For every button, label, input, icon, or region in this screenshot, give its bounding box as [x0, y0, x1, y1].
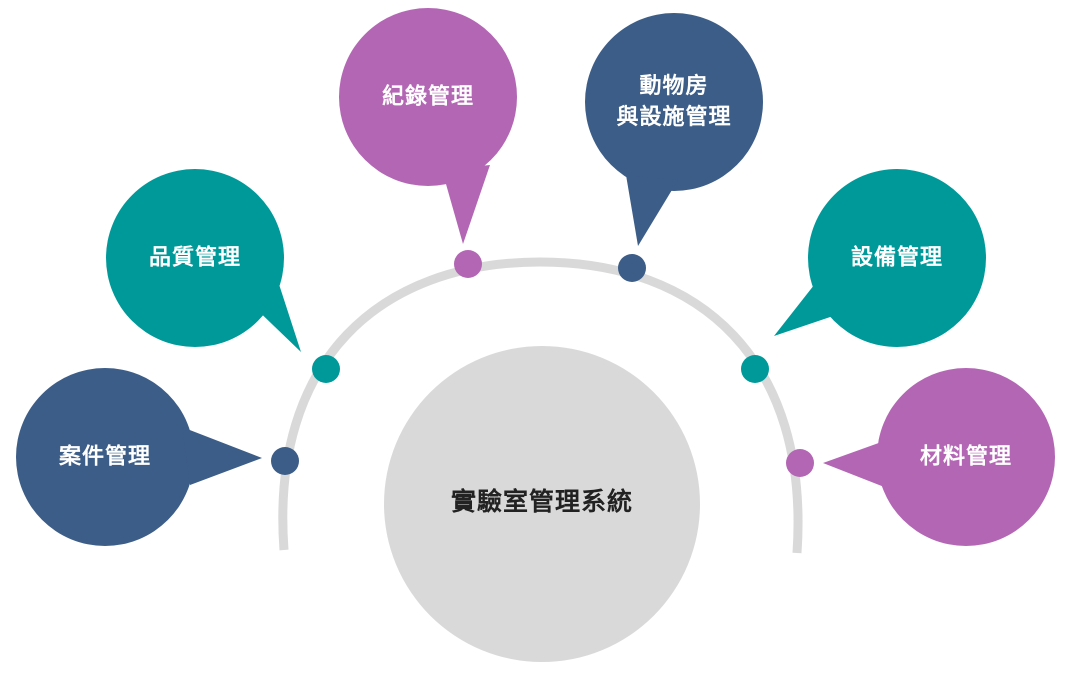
module-bubble-materials	[786, 368, 1055, 546]
bubble-pointer-materials	[823, 440, 892, 490]
bubble-circle-quality	[106, 169, 284, 347]
arc-node-records	[454, 250, 482, 278]
bubble-circle-records	[339, 8, 517, 186]
module-label-materials: 材料管理	[920, 442, 1012, 473]
bubble-circle-case	[16, 368, 194, 546]
bubble-circle-equipment	[808, 169, 986, 347]
module-label-case: 案件管理	[59, 442, 151, 473]
module-bubble-case	[16, 368, 299, 546]
module-label-records: 紀錄管理	[382, 82, 474, 113]
module-bubble-animal	[585, 13, 763, 282]
arc-node-equipment	[741, 355, 769, 383]
bubble-pointer-quality	[247, 275, 301, 352]
bubble-pointer-records	[442, 165, 490, 244]
bubble-pointer-case	[182, 427, 262, 485]
bubble-pointer-equipment	[774, 280, 842, 336]
module-bubble-equipment	[741, 169, 986, 383]
module-label-line: 材料管理	[919, 444, 1013, 470]
module-label-line: 案件管理	[58, 444, 152, 470]
center-title: 實驗室管理系統	[450, 487, 634, 516]
bubble-circle-materials	[877, 368, 1055, 546]
bubble-pointer-animal	[626, 175, 678, 246]
module-label-line: 紀錄管理	[381, 84, 475, 110]
bubble-circle-animal	[585, 13, 763, 191]
module-label-quality: 品質管理	[149, 243, 241, 274]
module-label-animal: 動物房與設施管理	[616, 71, 731, 133]
module-label-line: 品質管理	[148, 245, 242, 271]
arc-node-animal	[618, 254, 646, 282]
connector-arc	[278, 257, 803, 554]
module-label-line: 動物房	[639, 74, 709, 99]
arc-node-quality	[312, 355, 340, 383]
module-label-line: 設備管理	[850, 245, 944, 271]
arc-node-case	[271, 447, 299, 475]
module-label-equipment: 設備管理	[851, 243, 943, 274]
module-bubble-records	[339, 8, 517, 278]
center-circle	[384, 346, 700, 662]
arc-node-materials	[786, 449, 814, 477]
module-bubble-quality	[106, 169, 340, 383]
module-label-line: 與設施管理	[616, 105, 732, 130]
